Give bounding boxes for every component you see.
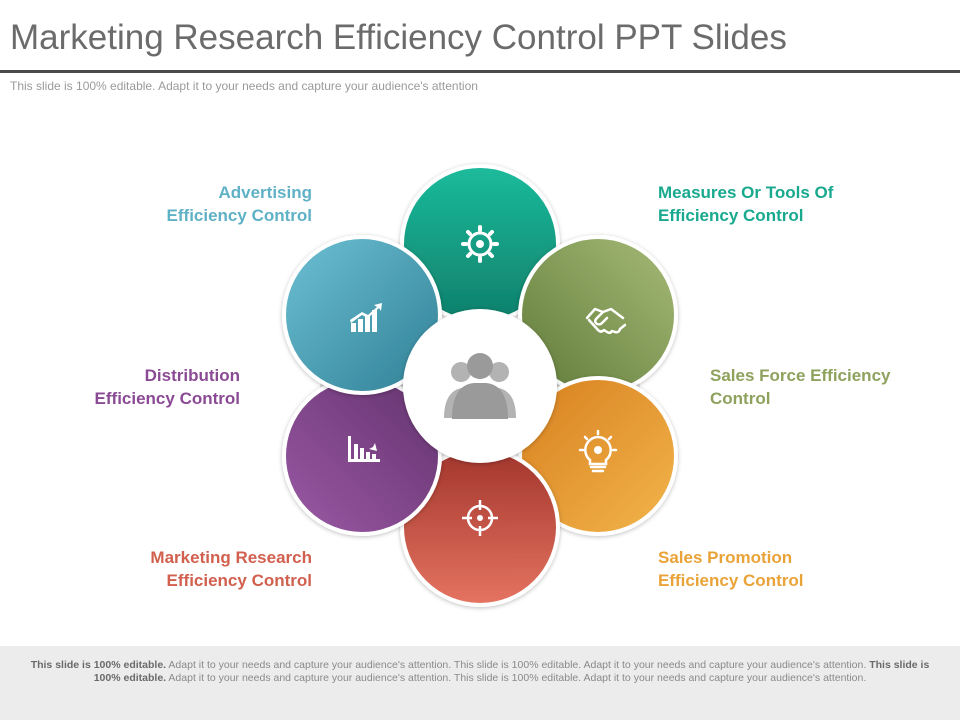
declining-chart-icon bbox=[348, 436, 380, 462]
label-advertising-line-2: Efficiency Control bbox=[166, 206, 312, 225]
label-sales-promotion: Sales Promotion Efficiency Control bbox=[658, 546, 898, 592]
footer-panel: This slide is 100% editable. Adapt it to… bbox=[0, 646, 960, 720]
people-group-icon bbox=[444, 353, 516, 419]
petal-diagram bbox=[282, 164, 678, 607]
slide-title: Marketing Research Efficiency Control PP… bbox=[10, 18, 787, 57]
label-measures-line-2: Efficiency Control bbox=[658, 206, 804, 225]
label-sales-promotion-line-2: Efficiency Control bbox=[658, 571, 804, 590]
label-distribution: Distribution Efficiency Control bbox=[0, 364, 240, 410]
lightbulb-gear-icon bbox=[578, 429, 618, 473]
footer-segment-3: This slide is 100% editable. bbox=[93, 659, 930, 684]
label-sales-force-line-1: Sales Force Efficiency bbox=[710, 366, 891, 385]
label-measures-line-1: Measures Or Tools Of bbox=[658, 183, 834, 202]
growth-chart-icon bbox=[350, 303, 382, 332]
label-sales-force-line-2: Control bbox=[710, 389, 771, 408]
label-sales-force: Sales Force Efficiency Control bbox=[710, 364, 950, 410]
footer-segment-4: Adapt it to your needs and capture your … bbox=[166, 672, 867, 684]
footer-segment-1: This slide is 100% editable. bbox=[30, 659, 167, 671]
label-distribution-line-1: Distribution bbox=[144, 366, 240, 385]
label-marketing-research-line-2: Efficiency Control bbox=[166, 571, 312, 590]
title-divider bbox=[0, 70, 960, 73]
footer-text: This slide is 100% editable. Adapt it to… bbox=[30, 659, 930, 685]
target-icon bbox=[462, 500, 498, 536]
label-advertising: Advertising Efficiency Control bbox=[72, 181, 312, 227]
handshake-icon bbox=[585, 307, 627, 335]
label-sales-promotion-line-1: Sales Promotion bbox=[658, 548, 793, 567]
label-distribution-line-2: Efficiency Control bbox=[94, 389, 240, 408]
footer-segment-2: Adapt it to your needs and capture your … bbox=[166, 659, 870, 671]
slide-subtitle: This slide is 100% editable. Adapt it to… bbox=[10, 79, 478, 93]
label-marketing-research: Marketing Research Efficiency Control bbox=[72, 546, 312, 592]
label-measures: Measures Or Tools Of Efficiency Control bbox=[658, 181, 898, 227]
label-marketing-research-line-1: Marketing Research bbox=[150, 548, 312, 567]
gear-icon bbox=[461, 225, 499, 263]
label-advertising-line-1: Advertising bbox=[218, 183, 312, 202]
petal-sales-promotion bbox=[518, 376, 678, 536]
